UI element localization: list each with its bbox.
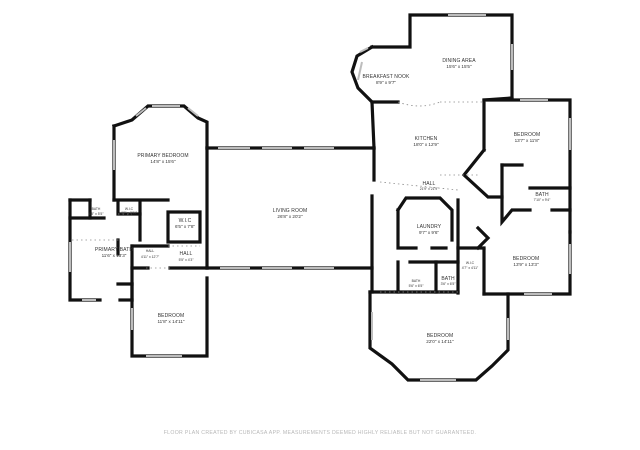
room-dims-breakfast-nook: 8'9" x 9'7" [376,80,396,85]
room-dims-living-room: 26'8" x 20'2" [277,214,303,219]
room-dims-wic-e: 4'7" x 4'11" [462,266,479,270]
room-name-bedroom-sw: BEDROOM [158,313,185,319]
room-name-wic-small: W.I.C [125,207,134,211]
room-dims-bedroom-sw: 11'8" x 14'11" [157,319,184,324]
room-dims-bedroom-ne: 13'7" x 11'8" [515,138,540,143]
room-dims-hall-w1: 4'11" x 12'7" [141,255,160,259]
room-name-laundry: LAUNDRY [417,224,442,230]
room-dims-laundry: 9'7" x 9'6" [419,230,439,235]
west-openings [72,213,200,269]
west-wing-walls [68,104,209,302]
room-name-wic-west: W.I.C [179,218,192,224]
room-dims-primary-bath: 11'6" x 13'3" [102,253,127,258]
room-name-bedroom-e: BEDROOM [513,256,540,262]
room-name-wic-e: W.I.C [466,261,475,265]
room-name-dining-area: DINING AREA [442,58,476,64]
room-dims-bath-small: 5'6" x 6'5" [409,284,425,288]
room-dims-dining-area: 15'6" x 15'5" [446,64,472,69]
east-windows [357,14,571,381]
living-room-walls [130,146,376,358]
room-dims-kitchen: 18'0" x 12'9" [413,142,439,147]
room-dims-bath-west: 6'8" x 5'5" [89,212,105,216]
room-name-bedroom-se: BEDROOM [427,333,454,339]
room-name-living-room: LIVING ROOM [273,208,307,214]
west-windows [69,105,199,301]
room-name-bath-e: BATH [535,192,549,198]
east-openings [379,101,484,293]
room-name-hall-w2: HALL [180,251,193,257]
room-dims-bedroom-se: 22'0" x 14'11" [426,339,454,344]
room-dims-bath-e: 7'10" x 9'4" [534,198,552,202]
room-name-hall-w1: HALL [146,249,155,253]
room-dims-primary-bedroom: 14'8" x 15'6" [150,159,176,164]
room-dims-wic-west: 6'5" x 7'8" [175,224,195,229]
room-labels: DINING AREA 15'6" x 15'5" BREAKFAST NOOK… [89,58,552,344]
room-name-primary-bedroom: PRIMARY BEDROOM [137,153,188,159]
room-dims-bedroom-e: 13'9" x 13'3" [513,262,539,267]
room-dims-hall-w2: 5'5" x 4'3" [179,258,195,262]
disclaimer-footer: FLOOR PLAN CREATED BY CUBICASA APP. MEAS… [163,430,477,436]
room-name-kitchen: KITCHEN [415,136,438,142]
room-dims-bath-center: 3'6" x 6'5" [441,282,457,286]
room-name-breakfast-nook: BREAKFAST NOOK [363,74,410,80]
room-name-hall-center: HALL [423,181,436,187]
room-dims-wic-small: 4'0" x 2'11" [121,211,138,215]
room-dims-hall-center: 21'9" x 21'9" [420,187,439,191]
room-name-bedroom-ne: BEDROOM [514,132,541,138]
room-name-bath-west: BATH [92,207,101,211]
living-windows [131,147,334,357]
room-name-bath-center: BATH [441,276,455,282]
room-name-bath-small: BATH [412,279,421,283]
room-name-primary-bath: PRIMARY BATH [95,247,133,253]
